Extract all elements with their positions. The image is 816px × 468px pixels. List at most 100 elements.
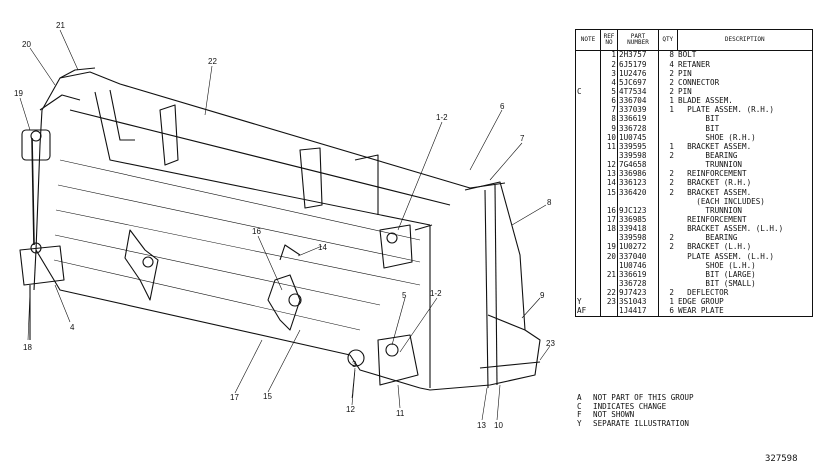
cell-ref: 2 xyxy=(600,60,618,70)
cell-part: 9JC123 xyxy=(617,206,659,216)
cell-desc: SHOE (L.H.) xyxy=(677,261,813,271)
cell-ref: 17 xyxy=(600,215,618,225)
cell-desc: TRUNNION xyxy=(677,160,813,170)
cell-part: 337039 xyxy=(617,106,659,115)
cell-qty: 8 xyxy=(669,50,674,60)
table-row: 1U0746 SHOE (L.H.) xyxy=(575,261,813,271)
cell-ref: 13 xyxy=(600,170,618,179)
cell-ref: 10 xyxy=(600,133,618,143)
note-text: NOT SHOWN xyxy=(593,410,635,420)
cell-note xyxy=(575,261,601,271)
cell-part: 1U2476 xyxy=(617,69,659,79)
callout-15: 15 xyxy=(263,392,272,401)
cell-ref: 18 xyxy=(600,224,618,234)
cell-part: 339598 xyxy=(617,234,659,243)
cell-ref: 5 xyxy=(600,87,618,97)
cell-desc: BEARING xyxy=(677,234,813,243)
cell-desc: BIT xyxy=(677,115,813,125)
cell-note xyxy=(575,279,601,289)
callout-1-2-top: 1-2 xyxy=(436,113,448,122)
cell-ref: 12 xyxy=(600,160,618,170)
cell-note xyxy=(575,224,601,234)
cell-qty: 2 xyxy=(669,87,674,97)
cell-qty: 2 xyxy=(669,68,674,78)
callout-18: 18 xyxy=(23,343,32,352)
cell-desc: PIN xyxy=(677,69,813,79)
cell-qty xyxy=(659,225,678,234)
cell-desc: CONNECTOR xyxy=(677,78,813,88)
cell-part: 1U0272 xyxy=(617,243,659,253)
callout-3: 3 xyxy=(352,360,357,369)
note-text: SEPARATE ILLUSTRATION xyxy=(593,418,690,428)
note-key: F xyxy=(577,410,582,420)
cell-part: 337040 xyxy=(617,252,659,262)
callout-19: 19 xyxy=(14,89,23,98)
cell-ref: 8 xyxy=(600,115,618,125)
cell-note xyxy=(575,215,601,225)
cell-part: 336420 xyxy=(617,188,659,198)
cell-desc: WEAR PLATE xyxy=(677,306,813,318)
cell-desc: RETANER xyxy=(677,60,813,70)
table-row: (EACH INCLUDES) xyxy=(575,197,813,207)
cell-ref: 16 xyxy=(600,206,618,216)
parts-table-header: NOTE REF NO PART NUMBER QTY DESCRIPTION xyxy=(575,29,813,51)
cell-ref: 3 xyxy=(600,69,618,79)
cell-qty: 2 xyxy=(669,178,674,188)
note-item: F NOT SHOWN xyxy=(577,410,694,420)
cell-qty: 4 xyxy=(669,59,674,69)
cell-qty xyxy=(659,124,678,133)
cell-qty: 6 xyxy=(658,306,677,318)
cell-ref: 21 xyxy=(600,270,618,280)
cell-qty: 1 xyxy=(669,105,674,115)
header-description: DESCRIPTION xyxy=(676,29,813,51)
cell-ref: 7 xyxy=(600,106,618,115)
header-part-number: PART NUMBER xyxy=(617,29,659,51)
cell-ref: 23 xyxy=(600,298,618,307)
cell-part: 336619 xyxy=(617,270,659,280)
cell-ref xyxy=(600,306,618,318)
cell-desc: SHOE (R.H.) xyxy=(677,133,813,143)
cell-note xyxy=(575,160,601,170)
cell-desc: PLATE ASSEM. (R.H.) xyxy=(677,106,813,115)
cell-note xyxy=(575,197,601,207)
cell-note xyxy=(575,151,601,161)
cell-part: 5JC697 xyxy=(617,78,659,88)
cell-ref xyxy=(600,233,618,243)
cell-part: 336619 xyxy=(617,115,659,125)
cell-qty: 2 xyxy=(669,288,674,298)
cell-qty: 2 xyxy=(669,233,674,243)
cell-qty xyxy=(659,206,678,215)
table-row: 339598 2 BEARING xyxy=(575,233,813,243)
cell-desc: DEFLECTOR xyxy=(677,288,813,298)
cell-qty: 1 xyxy=(669,297,674,307)
cell-desc: BIT xyxy=(677,124,813,134)
callout-9: 9 xyxy=(540,291,545,300)
cell-note: C xyxy=(575,87,601,97)
cell-ref xyxy=(600,197,618,207)
header-note: NOTE xyxy=(575,29,601,51)
callout-6: 6 xyxy=(500,102,505,111)
cell-desc: BOLT xyxy=(677,50,813,61)
cell-ref: 1 xyxy=(600,50,618,61)
cell-note xyxy=(575,133,601,143)
cell-note xyxy=(575,114,601,125)
